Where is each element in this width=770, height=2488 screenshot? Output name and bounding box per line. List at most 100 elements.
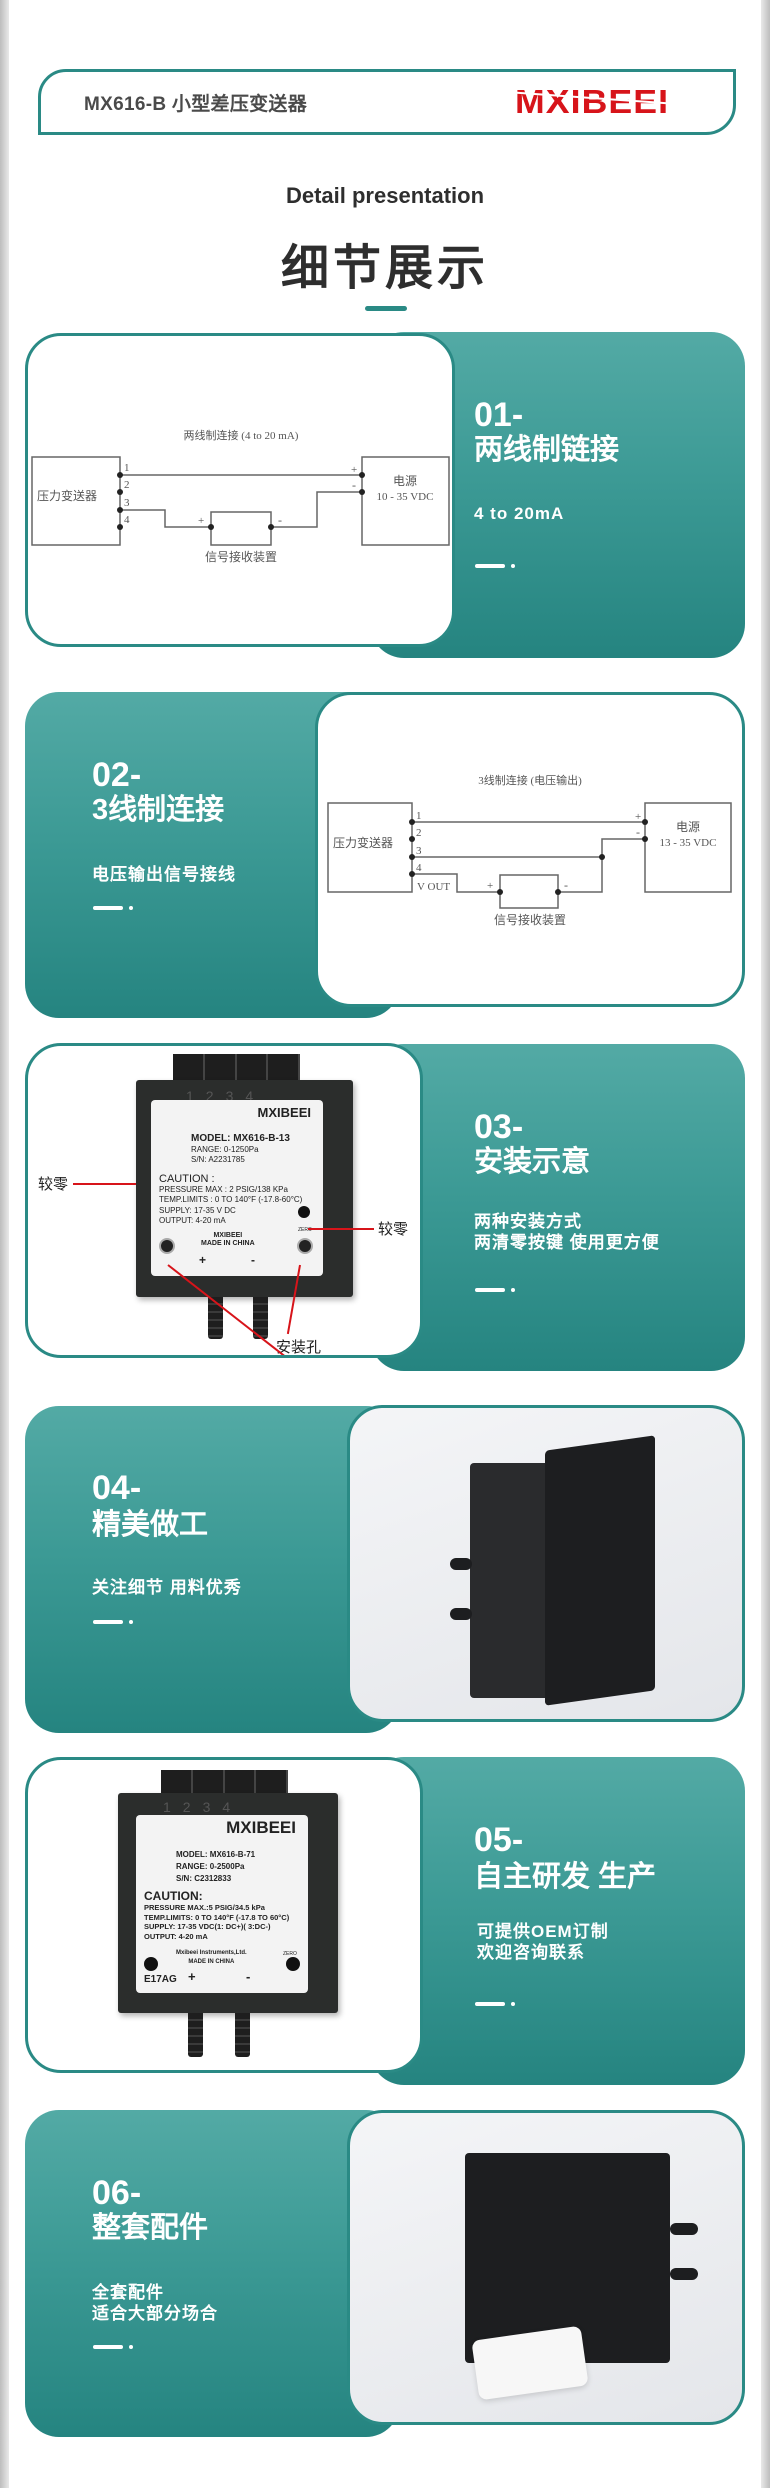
- label-brand: MXIBEEI: [226, 1818, 296, 1837]
- installation-photo: 1234 MXIBEEI MODEL: MX616-B-13 RANGE: 0-…: [25, 1043, 423, 1358]
- decorative-dash: [475, 2002, 515, 2006]
- pressure-port: [670, 2223, 698, 2235]
- device-side-panel: [470, 1463, 550, 1698]
- label-brand: MXIBEEI: [257, 1105, 311, 1120]
- feature-card-5-bg: [370, 1757, 745, 2085]
- label-temp: TEMP.LIMITS : 0 TO 140°F (-17.8-60°C): [159, 1195, 303, 1204]
- mounting-hole-left: [144, 1957, 158, 1971]
- decorative-dash: [93, 2345, 133, 2349]
- label-supply: SUPPLY: 17-35 V DC: [159, 1205, 236, 1215]
- label-minus: -: [246, 1969, 251, 1984]
- decorative-dash: [93, 906, 133, 910]
- feature-desc: 4 to 20mA: [474, 504, 565, 523]
- pressure-port-minus: [235, 2013, 250, 2057]
- pressure-port: [450, 1558, 472, 1570]
- transmitter-body: 1234 MXIBEEI MODEL: MX616-B-13 RANGE: 0-…: [136, 1080, 353, 1297]
- transmitter-body: 1234 MXIBEEI MODEL: MX616-B-71 RANGE: 0-…: [118, 1793, 338, 2013]
- feature-desc-line1: 两种安装方式: [474, 1212, 582, 1231]
- voltage-label: 10 - 35 VDC: [377, 491, 434, 503]
- label-company: Mxibeei Instruments,Ltd.: [176, 1950, 247, 1956]
- voltage-label: 13 - 35 VDC: [660, 837, 717, 849]
- label-made-in: MADE IN CHINA: [188, 1959, 235, 1965]
- receiver-label: 信号接收装置: [205, 549, 277, 564]
- feature-desc-line1: 可提供OEM订制: [477, 1922, 609, 1941]
- label-caution: CAUTION:: [144, 1889, 203, 1903]
- feature-desc-line2: 适合大部分场合: [92, 2304, 218, 2323]
- terminal-numbers: 1234: [163, 1799, 243, 1815]
- section-heading: 细节展示: [280, 242, 489, 295]
- receiver-plus: +: [198, 515, 204, 527]
- pin-3: 3: [124, 497, 130, 509]
- diagram-3wire-svg: 3线制连接 (电压输出) 压力变送器 电源 13 - 35 VDC 信号接收装置…: [327, 773, 732, 927]
- feature-title: 安装示意: [474, 1146, 591, 1178]
- page-edge-left: [0, 0, 9, 2488]
- diagram-title: 3线制连接 (电压输出): [478, 773, 582, 787]
- pressure-port-minus: [253, 1297, 268, 1339]
- feature-title: 3线制连接: [92, 794, 225, 826]
- annotation-zero-left: 较零: [38, 1177, 69, 1193]
- label-supply: SUPPLY: 17-35 VDC(1: DC+)( 3:DC-): [144, 1922, 271, 1931]
- power-plus: +: [635, 811, 641, 823]
- label-model: MODEL: MX616-B-71: [176, 1850, 256, 1859]
- pin-2: 2: [124, 479, 130, 491]
- annotation-zero-right: 较零: [378, 1222, 409, 1238]
- device-label: MXIBEEI MODEL: MX616-B-13 RANGE: 0-1250P…: [151, 1100, 323, 1276]
- receiver-minus: -: [564, 878, 568, 892]
- pin-4: 4: [124, 514, 130, 526]
- pin-2: 2: [416, 827, 422, 839]
- section-subtitle-en: Detail presentation: [285, 183, 485, 208]
- feature-title: 精美做工: [92, 1509, 209, 1541]
- page-edge-right: [761, 0, 770, 2488]
- feature-desc-line1: 全套配件: [92, 2283, 164, 2302]
- label-zero: ZERO: [298, 1227, 312, 1233]
- feature-card-4-bg: [25, 1406, 400, 1733]
- product-header: MX616-B 小型差压变送器 MXIBEEI: [38, 69, 736, 135]
- wiring-diagram-3wire: 3线制连接 (电压输出) 压力变送器 电源 13 - 35 VDC 信号接收装置…: [315, 692, 745, 1007]
- label-plus: +: [199, 1253, 207, 1267]
- feature-number: 02-: [92, 756, 142, 794]
- decorative-dash: [475, 564, 515, 568]
- label-output: OUTPUT: 4-20 mA: [159, 1216, 226, 1225]
- accessories-photo: [347, 2110, 745, 2425]
- zero-button[interactable]: [298, 1206, 310, 1218]
- label-temp: TEMP.LIMITS: 0 TO 140°F (-17.8 TO 60°C): [144, 1912, 290, 1922]
- power-plus: +: [351, 464, 357, 476]
- feature-desc-line2: 两清零按键 使用更方便: [474, 1233, 660, 1252]
- brand-logo-text: MXIBEEI: [515, 84, 670, 120]
- product-front-photo: 1234 MXIBEEI MODEL: MX616-B-71 RANGE: 0-…: [25, 1757, 423, 2073]
- label-output: OUTPUT: 4-20 mA: [144, 1931, 208, 1941]
- device-back-panel: [545, 1435, 655, 1706]
- brand-logo: MXIBEEI: [515, 84, 715, 120]
- terminal-block: [161, 1770, 288, 1796]
- feature-title: 自主研发 生产: [474, 1861, 657, 1893]
- pin-4: 4: [416, 862, 422, 874]
- mounting-hole-left: [159, 1238, 175, 1254]
- pin-1: 1: [124, 462, 130, 474]
- decorative-dash: [93, 1620, 133, 1624]
- product-title: MX616-B 小型差压变送器: [84, 94, 308, 115]
- decorative-dash: [475, 1288, 515, 1292]
- terminal-block: [173, 1054, 300, 1082]
- label-caution: CAUTION :: [159, 1173, 215, 1185]
- feature-number: 03-: [474, 1108, 524, 1146]
- feature-number: 05-: [474, 1821, 524, 1859]
- label-pressure: PRESSURE MAX : 2 PSIG/138 KPa: [159, 1184, 288, 1194]
- diagram-title: 两线制连接 (4 to 20 mA): [184, 428, 299, 442]
- feature-desc: 关注细节 用料优秀: [92, 1578, 242, 1597]
- feature-number: 06-: [92, 2174, 142, 2212]
- power-label: 电源: [676, 820, 700, 834]
- receiver-plus: +: [487, 880, 493, 892]
- power-minus: -: [636, 825, 640, 839]
- power-label: 电源: [393, 474, 417, 488]
- annotation-line: [73, 1183, 136, 1185]
- label-made-in: MADE IN CHINA: [201, 1240, 255, 1247]
- feature-title: 整套配件: [92, 2212, 209, 2244]
- label-zero: ZERO: [283, 1951, 297, 1957]
- label-plus: +: [188, 1969, 196, 1984]
- feature-desc: 电压输出信号接线: [92, 865, 236, 884]
- pin-1: 1: [416, 810, 422, 822]
- wiring-diagram-2wire: 两线制连接 (4 to 20 mA) 压力变送器 电源 10 - 35 VDC …: [25, 333, 455, 647]
- mounting-hole-right: [286, 1957, 300, 1971]
- diagram-2wire-svg: 两线制连接 (4 to 20 mA) 压力变送器 电源 10 - 35 VDC …: [31, 428, 450, 564]
- heading-underline: [365, 306, 407, 311]
